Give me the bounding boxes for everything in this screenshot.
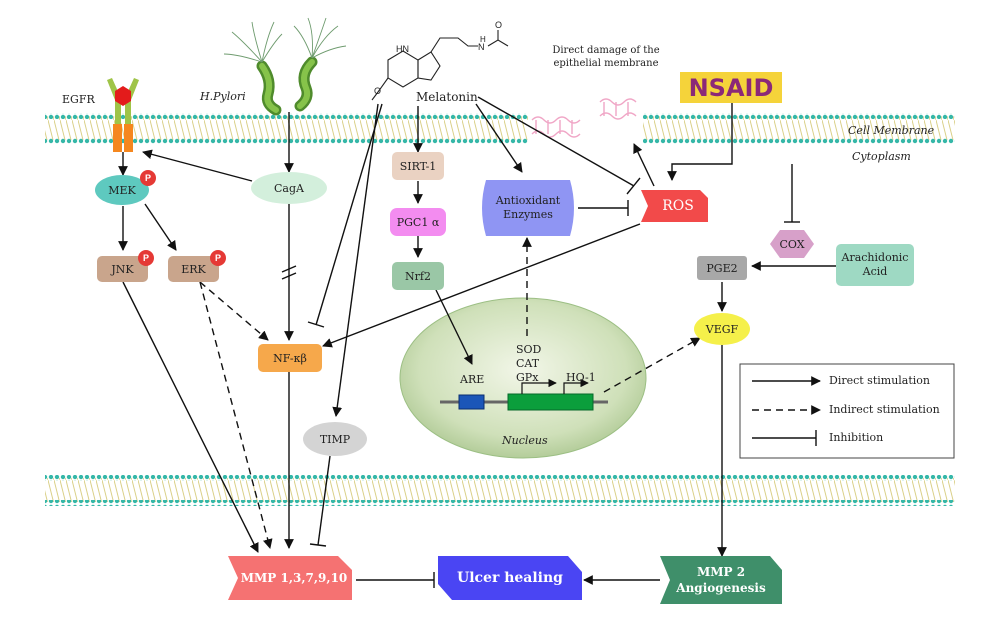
lower-cell-membrane (45, 475, 955, 506)
jnk-shape (97, 256, 148, 282)
caga-node: CagA (274, 181, 304, 195)
arachidonic-shape (836, 244, 914, 286)
ros-node: ROS (662, 198, 694, 214)
sirt1-node: SIRT-1 (399, 159, 437, 173)
phospho-badge-mek: P (140, 170, 156, 186)
cat-label: CAT (516, 357, 540, 370)
pge2-shape (697, 256, 747, 280)
nrf2-node: Nrf2 (405, 269, 431, 283)
svg-text:H: H (480, 35, 486, 44)
nfkb-node: NF-κβ (273, 351, 307, 365)
legend-direct-label: Direct stimulation (829, 374, 931, 387)
erk-node: ERK (181, 262, 206, 276)
cell-membrane-label: Cell Membrane (848, 124, 935, 137)
egfr-receptor-icon (107, 78, 139, 152)
direct-arrows (118, 103, 836, 585)
transcription-arrow-1 (521, 378, 557, 394)
are-element (458, 394, 485, 410)
antioxidant-shape (482, 180, 574, 236)
gpx-label: GPx (516, 371, 539, 384)
direct-damage-label: Direct damage of the epithelial membrane (552, 45, 660, 69)
ho1-label: HO-1 (566, 371, 596, 384)
erk-shape (168, 256, 219, 282)
timp-shape (303, 422, 367, 456)
phospho-badge-jnk: P (138, 250, 154, 266)
mek-shape (95, 175, 149, 205)
gene-block (507, 393, 594, 411)
nucleus (399, 297, 647, 459)
pgc1a-node: PGC1 α (396, 215, 440, 229)
nucleus-label: Nucleus (502, 434, 548, 447)
transcription-arrow-2 (563, 378, 589, 394)
egfr-label: EGFR (62, 93, 95, 106)
legend-indirect-label: Indirect stimulation (829, 403, 940, 416)
antioxidant-node: Antioxidant Enzymes (495, 194, 561, 221)
cytoplasm-label: Cytoplasm (852, 150, 911, 163)
cox-node: COX (779, 237, 805, 251)
mmp-shape (228, 556, 352, 600)
svg-text:HN: HN (396, 44, 409, 54)
mek-node: MEK (108, 183, 136, 197)
cox-shape (770, 230, 814, 258)
upper-cell-membrane (45, 98, 955, 148)
phospho-badge-erk: P (210, 250, 226, 266)
hpylori-label: H.Pylori (200, 90, 246, 103)
ulcer-healing-node: Ulcer healing (457, 570, 563, 586)
svg-text:O: O (374, 86, 381, 96)
legend-inhibition-label: Inhibition (829, 431, 884, 444)
indirect-arrows (199, 237, 701, 549)
mmp2-node: MMP 2 Angiogenesis (676, 565, 766, 595)
caga-shape (251, 172, 327, 204)
nsaid-label: NSAID (680, 72, 782, 103)
nfkb-shape (258, 344, 322, 372)
h-pylori-bacteria-icon (223, 17, 347, 116)
mmp-node: MMP 1,3,7,9,10 (240, 571, 348, 585)
legend-box (739, 363, 955, 459)
pgc1a-shape (390, 208, 446, 236)
nrf2-shape (392, 262, 444, 290)
melatonin-structure-icon (371, 30, 509, 101)
sirt1-shape (392, 152, 444, 180)
svg-text:N: N (478, 42, 485, 52)
svg-text:O: O (495, 20, 502, 30)
arachidonic-node: Arachidonic Acid (841, 251, 909, 278)
ulcer-shape (438, 556, 582, 600)
jnk-node: JNK (111, 262, 134, 276)
ros-shape (641, 190, 708, 222)
melatonin-label: Melatonin (416, 90, 478, 104)
timp-node: TIMP (319, 432, 351, 446)
vegf-shape (694, 313, 750, 345)
damaged-lipids-icon (531, 98, 637, 138)
are-label: ARE (460, 373, 485, 386)
vegf-node: VEGF (705, 322, 739, 336)
sod-label: SOD (516, 343, 542, 356)
pge2-node: PGE2 (706, 261, 738, 275)
mmp2-shape (660, 556, 782, 604)
inhibition-lines (281, 96, 800, 588)
